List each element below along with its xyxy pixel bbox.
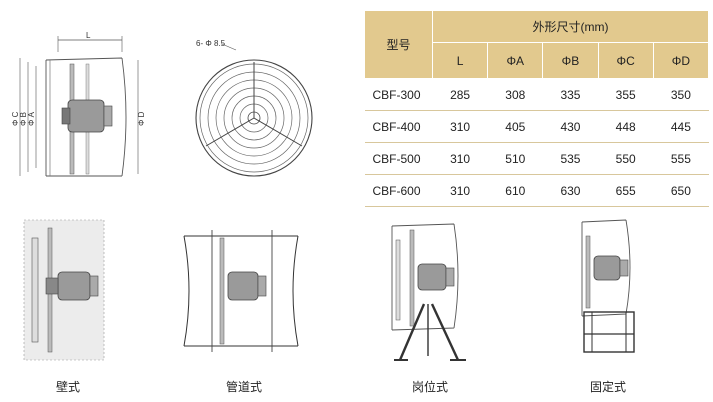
- table-cell: 650: [653, 174, 709, 207]
- table-cell: CBF-400: [364, 110, 433, 143]
- col-header-c: ΦC: [597, 42, 654, 79]
- table-cell: 555: [653, 142, 709, 175]
- side-view-drawing: L Φ C Φ B Φ A Φ D: [11, 31, 146, 177]
- dim-a-label: Φ A: [27, 111, 36, 126]
- table-cell: 350: [653, 78, 709, 111]
- fixed-mount-drawing: [581, 219, 635, 353]
- table-cell: CBF-500: [364, 142, 433, 175]
- table-cell: 310: [432, 110, 488, 143]
- table-cell: 510: [487, 142, 543, 175]
- table-row: CBF-300 285 308 335 355 350: [364, 78, 709, 111]
- table-cell: 445: [653, 110, 709, 143]
- duct-mount-drawing: [183, 230, 299, 352]
- table-cell: 535: [542, 142, 599, 175]
- front-view-drawing: 6- Φ 8.5: [195, 39, 313, 177]
- table-cell: 430: [542, 110, 599, 143]
- table-cell: 308: [487, 78, 543, 111]
- table-cell: 655: [598, 174, 654, 207]
- caption-wall-mount: 壁式: [55, 380, 80, 394]
- col-header-l: L: [431, 42, 489, 79]
- table-cell: 310: [432, 142, 488, 175]
- caption-fixed-mount: 固定式: [589, 380, 626, 394]
- caption-post-mount: 岗位式: [411, 380, 448, 394]
- table-cell: 310: [432, 174, 488, 207]
- dims-header: 外形尺寸(mm): [432, 10, 709, 43]
- table-row: CBF-400 310 405 430 448 445: [364, 110, 709, 143]
- table-cell: 355: [598, 78, 654, 111]
- wall-mount-drawing: [23, 219, 105, 361]
- col-header-a: ΦA: [487, 42, 544, 79]
- spec-table: 型号 外形尺寸(mm) L ΦA ΦB ΦC ΦD CBF-300 285 30…: [364, 10, 710, 207]
- table-cell: 335: [542, 78, 599, 111]
- table-cell: 405: [487, 110, 543, 143]
- table-row: CBF-500 310 510 535 550 555: [364, 142, 709, 175]
- table-cell: 448: [598, 110, 654, 143]
- dim-b-label: Φ B: [19, 112, 28, 126]
- table-cell: 550: [598, 142, 654, 175]
- model-header: 型号: [364, 10, 433, 79]
- table-cell: CBF-600: [364, 174, 433, 207]
- dim-d-label: Φ D: [137, 111, 146, 126]
- hole-spec-label: 6- Φ 8.5: [196, 39, 226, 48]
- dim-c-label: Φ C: [11, 111, 20, 126]
- caption-duct-mount: 管道式: [225, 380, 262, 394]
- col-header-b: ΦB: [542, 42, 599, 79]
- table-cell: 610: [487, 174, 543, 207]
- table-cell: 285: [432, 78, 488, 111]
- col-header-d: ΦD: [652, 42, 710, 79]
- post-mount-drawing: [391, 223, 466, 361]
- table-cell: CBF-300: [364, 78, 433, 111]
- table-cell: 630: [542, 174, 599, 207]
- table-row: CBF-600 310 610 630 655 650: [364, 174, 709, 207]
- dim-l-label: L: [86, 31, 91, 40]
